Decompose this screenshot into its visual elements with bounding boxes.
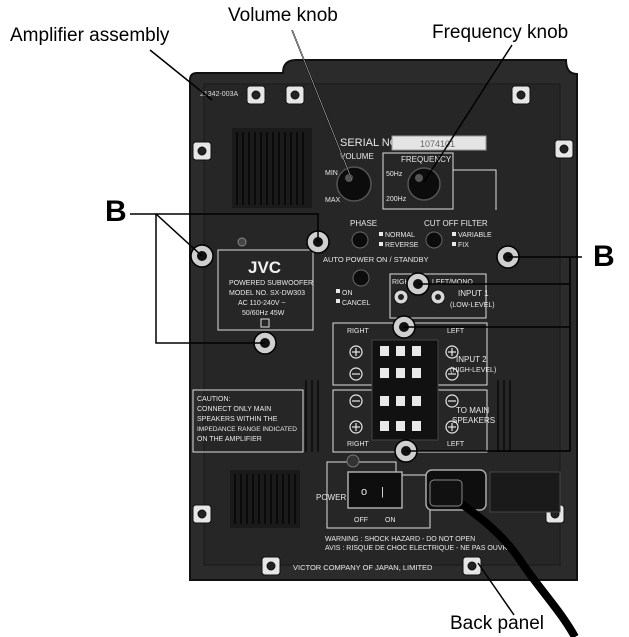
cutoff-variable-label: VARIABLE: [458, 232, 492, 239]
input2-label: INPUT 2: [456, 355, 487, 364]
rim-holes: [192, 85, 574, 576]
phase-label: PHASE: [350, 219, 377, 228]
power-cable: [445, 490, 579, 637]
side-vents: [305, 380, 511, 452]
input1-sub-label: (LOW-LEVEL): [450, 302, 495, 309]
rating-line-3: AC 110-240V ~: [238, 300, 286, 307]
leader-lines: [130, 29, 582, 616]
frequency-200-label: 200Hz: [386, 196, 407, 203]
volume-label: VOLUME: [340, 152, 374, 161]
caution-line-4: IMPEDANCE RANGE INDICATED: [197, 426, 297, 433]
input1-section: RIGHT LEFT/MONO INPUT 1 (LOW-LEVEL): [389, 273, 495, 319]
callout-back-panel: Back panel: [450, 613, 545, 634]
auto-power-section: AUTO POWER ON / STANDBY ON CANCEL: [323, 255, 429, 307]
speaker-terminals: RIGHT LEFT INPUT 2 (HIGH-LEVEL) TO MAIN …: [332, 322, 496, 453]
top-vents: [232, 128, 312, 208]
frequency-section: FREQUENCY 50Hz 200Hz: [382, 152, 497, 210]
power-off-label: OFF: [354, 517, 368, 524]
input2-left-label: LEFT: [447, 328, 465, 335]
phase-switch[interactable]: [351, 231, 369, 249]
phase-section: PHASE NORMAL REVERSE: [350, 219, 419, 249]
caution-label: CAUTION: CONNECT ONLY MAIN SPEAKERS WITH…: [192, 389, 304, 453]
caution-line-3: SPEAKERS WITHIN THE: [197, 416, 278, 423]
input1-label: INPUT 1: [458, 289, 489, 298]
power-plug: [429, 479, 463, 507]
brand-logo: JVC: [248, 258, 281, 277]
input1-right-label: RIGHT: [392, 279, 415, 286]
part-number: 21342-003A: [200, 91, 238, 98]
volume-knob[interactable]: [336, 166, 372, 202]
power-on-label: ON: [385, 517, 396, 524]
power-label: POWER: [316, 493, 346, 502]
auto-on-label: ON: [342, 290, 353, 297]
phase-reverse-label: REVERSE: [385, 242, 419, 249]
input2-right-label: RIGHT: [347, 328, 370, 335]
auto-power-label: AUTO POWER ON / STANDBY: [323, 255, 429, 264]
auto-power-switch[interactable]: [352, 269, 370, 287]
bottom-vents: [230, 470, 300, 528]
rating-line-2: MODEL NO. SX-DW303: [229, 290, 305, 297]
phase-normal-label: NORMAL: [385, 232, 415, 239]
to-main-sub-label: SPEAKERS: [452, 416, 495, 425]
warning-line-1: WARNING : SHOCK HAZARD - DO NOT OPEN: [325, 536, 475, 543]
callout-volume-knob: Volume knob: [228, 5, 338, 26]
frequency-knob[interactable]: [407, 167, 441, 201]
serial-label: SERIAL NO.: [340, 137, 401, 149]
frequency-label: FREQUENCY: [401, 155, 452, 164]
svg-text:o: o: [361, 486, 367, 498]
volume-section: VOLUME MIN MAX: [325, 152, 374, 204]
caution-line-2: CONNECT ONLY MAIN: [197, 406, 271, 413]
caution-line-5: ON THE AMPLIFIER: [197, 436, 262, 443]
svg-text:|: |: [381, 486, 384, 498]
volume-max-label: MAX: [325, 197, 341, 204]
warning-line-2: AVIS : RISQUE DE CHOC ELECTRIQUE - NE PA…: [325, 545, 510, 552]
callout-b-left: B: [105, 195, 127, 228]
frequency-50-label: 50Hz: [386, 171, 403, 178]
cutoff-section: CUT OFF FILTER VARIABLE FIX: [424, 219, 492, 249]
power-switch[interactable]: o |: [347, 471, 403, 509]
caution-line-1: CAUTION:: [197, 396, 231, 403]
manufacturer-label: VICTOR COMPANY OF JAPAN, LIMITED: [293, 563, 433, 572]
input2-sub-label: (HIGH-LEVEL): [450, 367, 496, 374]
cutoff-switch[interactable]: [425, 231, 443, 249]
callout-amplifier-assembly: Amplifier assembly: [10, 25, 170, 46]
serial-block: SERIAL NO. 1074101: [340, 135, 487, 151]
lower-left-label: LEFT: [447, 441, 465, 448]
rating-label: JVC POWERED SUBWOOFER MODEL NO. SX-DW303…: [217, 237, 314, 331]
volume-min-label: MIN: [325, 170, 338, 177]
cutoff-label: CUT OFF FILTER: [424, 219, 488, 228]
callout-frequency-knob: Frequency knob: [432, 22, 569, 43]
cutoff-fix-label: FIX: [458, 242, 469, 249]
input1-left-label: LEFT/MONO: [432, 279, 473, 286]
lower-right-label: RIGHT: [347, 441, 370, 448]
to-main-label: TO MAIN: [456, 406, 489, 415]
power-section: POWER o | OFF ON: [316, 454, 431, 529]
serial-value: 1074101: [420, 139, 455, 149]
callout-b-right: B: [593, 240, 615, 273]
rating-line-4: 50/60Hz 45W: [242, 310, 285, 317]
auto-cancel-label: CANCEL: [342, 300, 371, 307]
rating-line-1: POWERED SUBWOOFER: [229, 280, 313, 287]
